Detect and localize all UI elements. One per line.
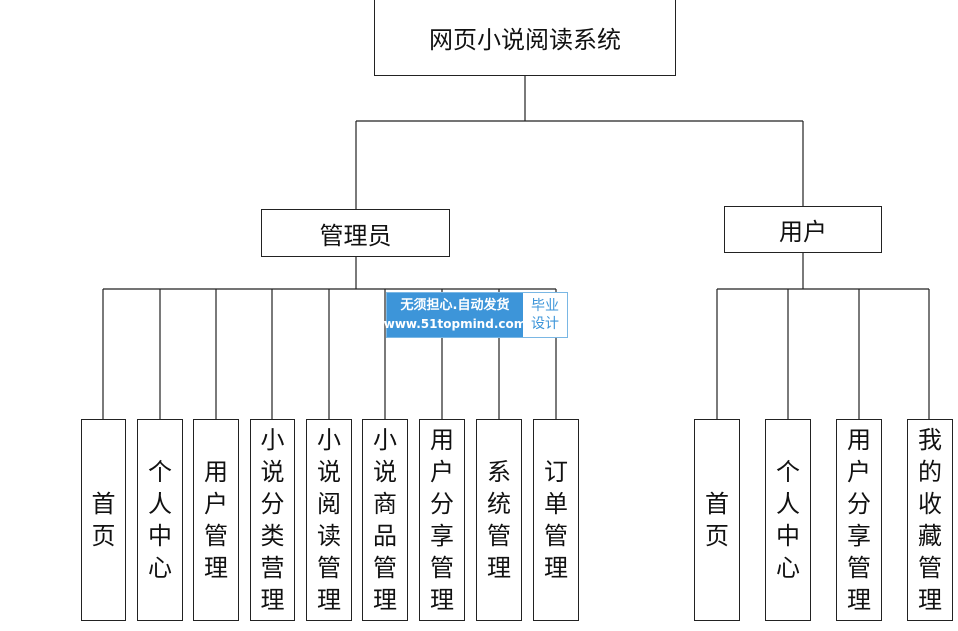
user-child-node: 用户分享管理 xyxy=(836,419,882,621)
admin-child-label: 用户管理 xyxy=(204,458,228,582)
admin-child-node: 用户管理 xyxy=(193,419,239,621)
admin-child-label: 小说商品管理 xyxy=(373,426,397,614)
watermark-right1: 毕业 xyxy=(531,298,559,314)
admin-child-node: 个人中心 xyxy=(137,419,183,621)
user-child-label: 用户分享管理 xyxy=(847,426,871,614)
user-child-node: 首页 xyxy=(694,419,740,621)
admin-child-label: 小说阅读管理 xyxy=(317,426,341,614)
admin-child-node: 小说阅读管理 xyxy=(306,419,352,621)
admin-child-node: 首页 xyxy=(81,419,126,621)
admin-child-label: 系统管理 xyxy=(487,458,511,582)
watermark-right2: 设计 xyxy=(531,316,559,332)
admin-child-label: 首页 xyxy=(91,490,116,550)
root-node: 网页小说阅读系统 xyxy=(374,0,676,76)
user-child-node: 个人中心 xyxy=(765,419,811,621)
admin-child-label: 用户分享管理 xyxy=(430,426,454,614)
user-child-label: 个人中心 xyxy=(776,458,800,582)
user-child-node: 我的收藏管理 xyxy=(907,419,953,621)
admin-child-label: 订单管理 xyxy=(544,458,568,582)
admin-child-label: 个人中心 xyxy=(148,458,172,582)
watermark-badge: 无须担心.自动发货 www.51topmind.com 毕业 设计 xyxy=(384,292,568,338)
user-label: 用户 xyxy=(779,218,827,246)
admin-child-label: 小说分类营理 xyxy=(260,426,285,614)
admin-label: 管理员 xyxy=(319,221,392,250)
admin-child-node: 小说分类营理 xyxy=(250,419,295,621)
admin-child-node: 用户分享管理 xyxy=(419,419,465,621)
user-child-label: 首页 xyxy=(705,490,729,550)
watermark-line2: www.51topmind.com xyxy=(383,317,527,331)
admin-child-node: 订单管理 xyxy=(533,419,579,621)
admin-child-node: 系统管理 xyxy=(476,419,522,621)
watermark-text-block: 无须担心.自动发货 www.51topmind.com xyxy=(384,293,526,337)
watermark-label-block: 毕业 设计 xyxy=(523,293,567,337)
watermark-line1: 无须担心.自动发货 xyxy=(400,298,510,313)
user-node: 用户 xyxy=(724,206,882,253)
admin-node: 管理员 xyxy=(261,209,450,257)
user-child-label: 我的收藏管理 xyxy=(918,426,942,614)
admin-child-node: 小说商品管理 xyxy=(362,419,408,621)
root-label: 网页小说阅读系统 xyxy=(429,26,621,54)
